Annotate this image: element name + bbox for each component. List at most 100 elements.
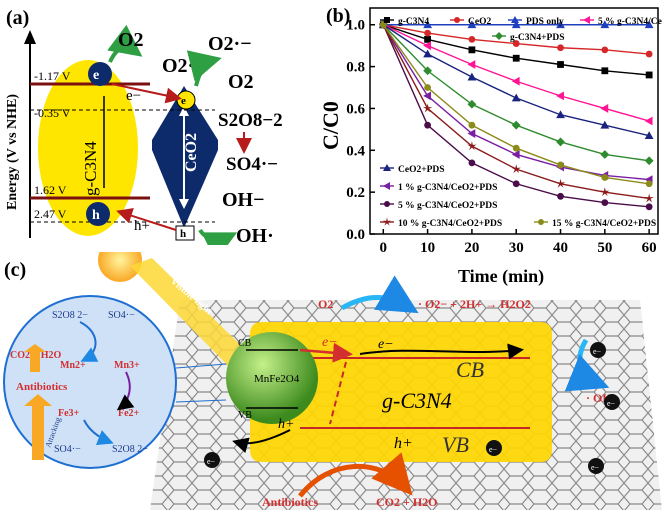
x-tick-label: 50 xyxy=(597,240,612,256)
slab-gc3n4-label: g-C3N4 xyxy=(382,388,452,413)
legend-entry: 5 % g-C3N4/CeO2+PDS xyxy=(380,201,497,211)
y-tick-label: 1.0 xyxy=(346,18,365,34)
data-point xyxy=(423,49,432,58)
ceo2-label: CeO2 xyxy=(183,133,200,172)
sphere-label: MnFe2O4 xyxy=(254,373,300,385)
data-point xyxy=(600,104,609,113)
legend-entry: 1 % g-C3N4/CeO2+PDS xyxy=(380,182,497,193)
data-point xyxy=(601,46,609,54)
mnfe2o4-sphere xyxy=(226,332,318,424)
ceo2-hole-label: h xyxy=(180,228,186,240)
data-point xyxy=(467,60,476,69)
oh-oxidation-arrow xyxy=(198,228,238,262)
legend-label: 1 % g-C3N4/CeO2+PDS xyxy=(398,183,497,193)
data-point xyxy=(379,21,387,29)
sphere-cb-label: CB xyxy=(238,338,252,349)
legend-label: g-C3N4 xyxy=(398,17,429,27)
panel-a-band-diagram: (a) Energy (V vs NHE) CeO2 -1.17 V -0.35… xyxy=(0,0,320,262)
ceo2-up-arrow-icon xyxy=(179,106,189,116)
ceo2-electron-icon xyxy=(176,90,196,110)
legend-entry: CeO2 xyxy=(450,17,491,27)
legend-marker xyxy=(538,219,544,225)
svg-text:e−: e− xyxy=(489,445,498,454)
y-tick-group: 0.00.20.40.60.81.0 xyxy=(346,18,375,243)
data-point xyxy=(467,129,476,138)
x-tick-label: 10 xyxy=(420,240,435,256)
data-point xyxy=(600,120,610,129)
sphere-vb-label: VB xyxy=(238,410,252,421)
legend-label: CeO2 xyxy=(468,17,491,27)
data-point xyxy=(424,121,431,129)
electron-icon xyxy=(88,62,112,86)
level-label-2: -0.35 V xyxy=(34,106,71,120)
data-point xyxy=(424,84,431,91)
mechanism-svg: (c) Visible light CB g-C3N4 VB CB VB MnF… xyxy=(3,238,662,510)
x-tick-label: 0 xyxy=(380,240,388,256)
legend-entry: g-C3N4+PDS xyxy=(492,32,565,43)
svg-text:e−: e− xyxy=(593,347,602,356)
data-point xyxy=(557,61,564,68)
h-label-1: h+ xyxy=(278,417,294,432)
axis-arrow-icon xyxy=(24,30,36,44)
data-point xyxy=(645,180,653,188)
inset-connector-bottom xyxy=(175,399,227,403)
x-tick-label: 20 xyxy=(464,240,479,256)
legend-label: g-C3N4+PDS xyxy=(510,33,565,43)
series-0 xyxy=(379,21,653,79)
data-point xyxy=(557,161,564,169)
data-point xyxy=(468,121,476,129)
data-point xyxy=(423,66,432,76)
data-point xyxy=(511,76,520,86)
band-diagram-svg: (a) Energy (V vs NHE) CeO2 -1.17 V -0.35… xyxy=(5,7,283,262)
panel-c-label: (c) xyxy=(4,259,26,281)
legend-marker xyxy=(583,16,590,24)
data-point xyxy=(467,20,477,29)
species-o2-1: O2 xyxy=(118,29,144,51)
data-point xyxy=(467,72,477,81)
e-path-arrow xyxy=(359,343,524,360)
inset-antibiotics: Antibiotics xyxy=(16,381,68,393)
hole-icon xyxy=(86,202,110,226)
data-point xyxy=(512,180,520,188)
ceo2-hole-box xyxy=(175,225,195,241)
bottom-products-label: CO2 + H2O xyxy=(376,495,438,509)
data-point xyxy=(511,164,521,174)
inset-cycle-arrow-3 xyxy=(83,419,114,445)
legend-entry: 5 % g-C3N4/CeO2 xyxy=(580,16,662,27)
legend-marker xyxy=(382,217,392,226)
data-point xyxy=(600,187,610,197)
y-tick-label: 0.2 xyxy=(346,185,365,201)
data-point xyxy=(424,35,431,43)
data-point xyxy=(557,192,564,200)
legend-label: 10 % g-C3N4/CeO2+PDS xyxy=(398,219,502,229)
inset-cycle-arrow-2 xyxy=(116,371,135,411)
hole-label: h xyxy=(92,208,100,223)
slab-transfer-dashed xyxy=(329,361,347,425)
e-label-2: e− xyxy=(378,337,394,352)
slab-vb-label: VB xyxy=(442,432,469,457)
data-point xyxy=(644,131,654,140)
data-point xyxy=(645,203,653,211)
o2-reduction-arrow-2 xyxy=(186,50,222,87)
panel-b-label: (b) xyxy=(326,5,350,27)
legend-entry: 10 % g-C3N4/CeO2+PDS xyxy=(380,217,502,229)
data-point xyxy=(511,150,520,159)
species-o2-2: O2 xyxy=(228,71,254,93)
data-point xyxy=(555,178,566,188)
series-9 xyxy=(379,21,653,188)
legend-label: 5 % g-C3N4/CeO2 xyxy=(598,17,662,27)
species-hydroxide: OH− xyxy=(222,189,265,211)
series-2 xyxy=(378,20,654,29)
legend-marker xyxy=(495,32,503,40)
h-label-2: h+ xyxy=(394,435,413,452)
o2-reduction-arrow-c xyxy=(340,275,419,314)
data-point xyxy=(644,156,654,166)
data-point xyxy=(422,103,433,113)
data-point xyxy=(512,40,520,47)
data-point xyxy=(556,110,565,119)
attacking-arrow-icon xyxy=(24,394,52,460)
data-point xyxy=(556,20,565,29)
